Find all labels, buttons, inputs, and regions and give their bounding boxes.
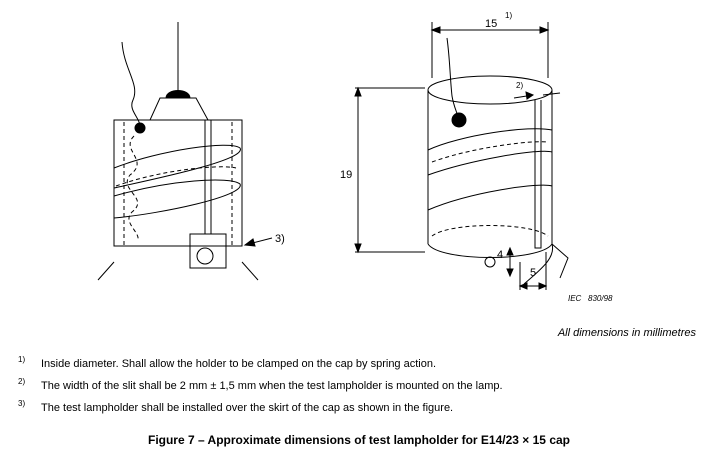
footnotes: 1) Inside diameter. Shall allow the hold…	[18, 355, 698, 424]
footnote-1: 1) Inside diameter. Shall allow the hold…	[18, 355, 698, 380]
diameter-value: 15	[485, 18, 497, 30]
footnote-3: 3) The test lampholder shall be installe…	[18, 399, 698, 424]
footnote-number: 2)	[18, 377, 26, 386]
units-note: All dimensions in millimetres	[557, 327, 696, 339]
footnote-text: Inside diameter. Shall allow the holder …	[41, 358, 437, 370]
iec-reference: IEC 830/98	[568, 294, 613, 303]
skirt-note-label: 3)	[275, 233, 285, 245]
height-value: 19	[340, 169, 352, 181]
figure-caption: Figure 7 – Approximate dimensions of tes…	[147, 433, 570, 447]
lead-wire-left	[121, 41, 141, 127]
cap-dome	[165, 90, 191, 99]
footnote-2: 2) The width of the slit shall be 2 mm ±…	[18, 377, 698, 402]
footnote-text: The width of the slit shall be 2 mm ± 1,…	[41, 380, 503, 392]
cap-neck	[149, 97, 209, 121]
connector-block	[189, 233, 227, 269]
slit-note: 2)	[516, 81, 523, 90]
bottom-hole	[484, 256, 496, 268]
slit-offset-value: 5	[530, 267, 536, 279]
spiral-winding-right	[427, 128, 553, 211]
lampholder-drawing: 3) 15 1) 19	[97, 11, 613, 303]
holder-body	[113, 119, 243, 247]
spiral-winding-left	[113, 144, 241, 219]
diameter-note: 1)	[505, 11, 512, 20]
contact-dot-right	[451, 112, 467, 128]
footnote-text: The test lampholder shall be installed o…	[41, 402, 454, 414]
cylinder-top	[427, 75, 553, 105]
dimension-view: 15 1) 19 2) 4 5 IEC 830/98	[340, 11, 613, 303]
connector-hole	[196, 247, 214, 265]
contact-dot-left	[134, 122, 146, 134]
slit-depth-value: 4	[497, 249, 503, 261]
footnote-number: 3)	[18, 399, 26, 408]
side-view: 3)	[97, 22, 285, 281]
footnote-number: 1)	[18, 355, 26, 364]
